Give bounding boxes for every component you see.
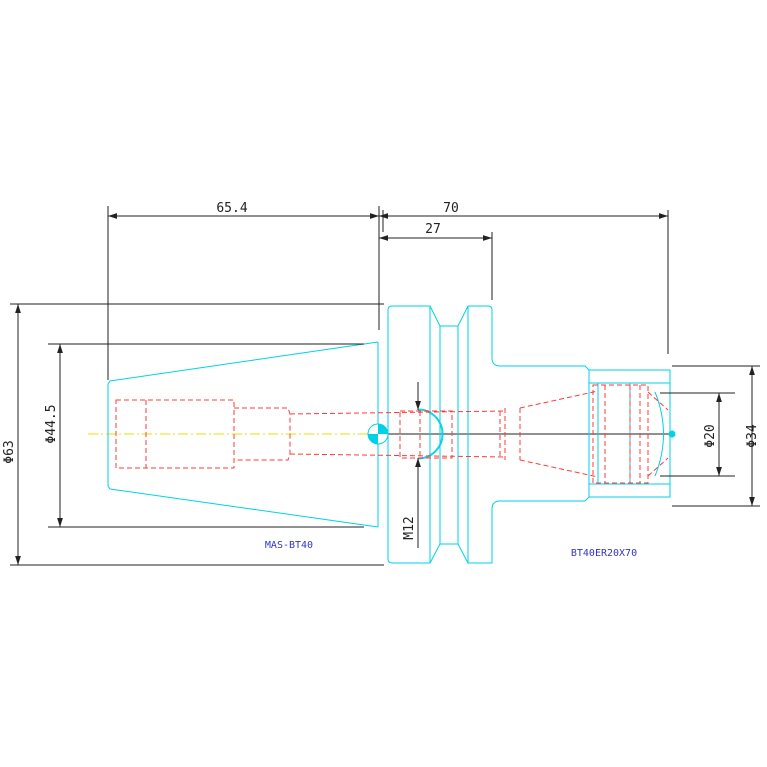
dim-text-44-5: Φ44.5 (44, 404, 59, 443)
label-bt40er20x70: BT40ER20X70 (571, 548, 637, 559)
dim-text-34: Φ34 (745, 424, 760, 448)
center-dot (668, 430, 676, 438)
holder-outline (107, 305, 676, 564)
collet-cone-bottom (519, 459, 599, 478)
collet-bottom (647, 457, 669, 477)
nut-face-arc (654, 391, 664, 477)
long-bore-top (289, 410, 506, 415)
thread-bore (399, 410, 453, 459)
collet-top (647, 391, 669, 411)
hidden-lines (115, 384, 669, 484)
dim-text-70: 70 (443, 201, 459, 216)
long-bore-bottom (289, 453, 506, 458)
nut-hidden (592, 384, 649, 484)
dimension-lines (10, 206, 760, 566)
collet-cone-top (519, 390, 599, 409)
dim-text-20: Φ20 (703, 424, 718, 447)
label-mas-bt40: MAS-BT40 (265, 540, 313, 551)
flange-outline (387, 305, 671, 564)
dim-text-27: 27 (425, 222, 441, 237)
gauge-line-symbol (367, 423, 389, 445)
rear-bore (115, 399, 235, 469)
dim-text-63: Φ63 (2, 440, 17, 463)
dim-text-m12: M12 (402, 516, 417, 539)
bore-transition (234, 407, 291, 461)
dim-text-65-4: 65.4 (216, 201, 247, 216)
taper-shank-outline (107, 341, 379, 528)
